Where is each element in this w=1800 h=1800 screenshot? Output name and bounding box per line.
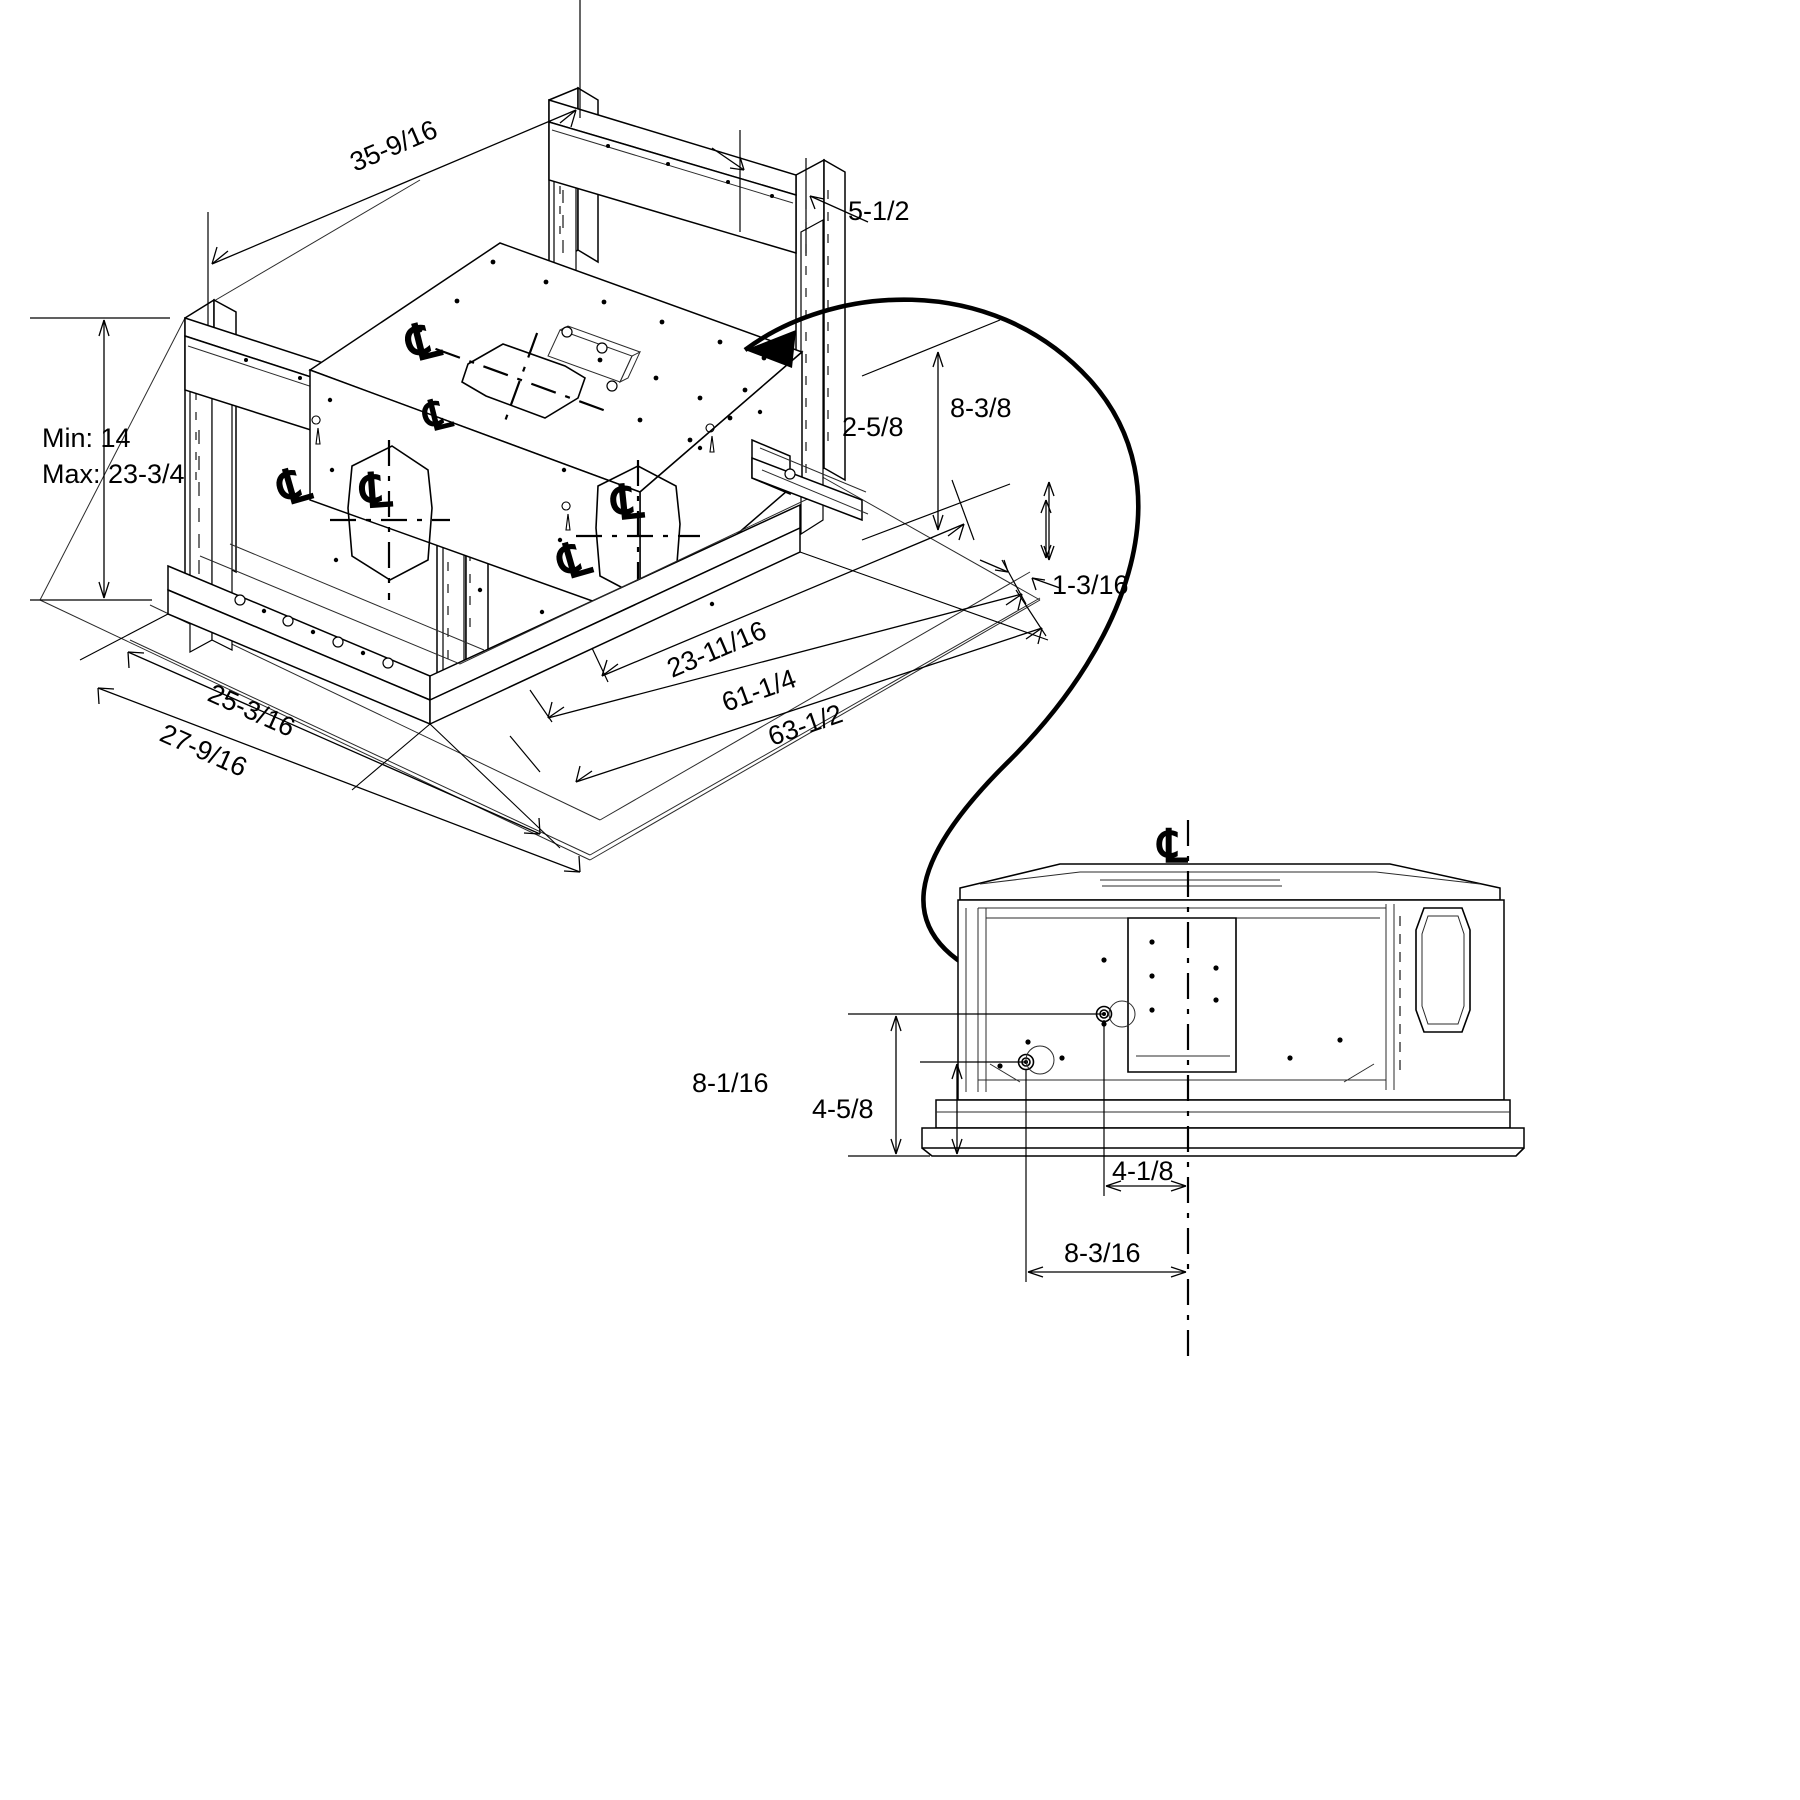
front-duct-opening: [347, 445, 433, 581]
cl-glyph-right-1: ℄: [608, 475, 647, 531]
dim-4-1-8-group: 4-1/8: [1103, 1020, 1187, 1196]
dim-35-9-16-label: 35-9/16: [346, 114, 442, 177]
dim-4-1-8-label: 4-1/8: [1112, 1156, 1174, 1186]
dim-2-5-8-label: 2-5/8: [842, 412, 904, 442]
detail-body: [957, 899, 1505, 1101]
dim-2-5-8-group: 2-5/8: [842, 412, 1055, 561]
dim-8-1-16-label: 8-1/16: [692, 1068, 769, 1098]
dim-4-5-8-group: 4-5/8: [812, 1061, 1026, 1155]
dim-1-3-16-group: 1-3/16: [979, 559, 1129, 600]
fastener-dots-faces: [327, 397, 773, 633]
detail-top-cap: [959, 863, 1501, 901]
detail-fastener-dots: [997, 939, 1343, 1069]
dim-25-3-16-label: 25-3/16: [204, 678, 300, 743]
isometric-view: 35-9/16 5-1/2 Min: 14 Max: 23-3/4: [30, 0, 1129, 873]
dim-8-3-8-group: 8-3/8: [861, 319, 1012, 541]
dim-4-5-8-label: 4-5/8: [812, 1094, 874, 1124]
dim-5-1-2-label: 5-1/2: [848, 196, 910, 226]
dim-8-1-16-group: 8-1/16: [692, 1013, 1104, 1157]
base-cross-support: [751, 438, 869, 522]
dim-8-3-8-label: 8-3/8: [950, 393, 1012, 423]
ceiling-plane: [39, 179, 1041, 861]
extension-lines-bottom: [79, 551, 1049, 849]
dim-height-max-label: Max: 23-3/4: [42, 459, 185, 489]
keyhole-slots: [311, 415, 715, 531]
dim-height-min-label: Min: 14: [42, 423, 131, 453]
blower-box: [308, 242, 804, 633]
rail-front-right: [795, 158, 846, 536]
dim-1-3-16-label: 1-3/16: [1052, 570, 1129, 600]
fastener-dots-top: [417, 259, 767, 443]
grommets-top: [561, 326, 618, 392]
cl-glyph-detail-top: ℄: [1156, 821, 1189, 872]
dim-8-3-16-group: 8-3/16: [1025, 1070, 1187, 1282]
top-cross-rail-back: [548, 98, 797, 255]
detail-base-plinth: [921, 1099, 1525, 1157]
dim-2-5-8-leader: [1040, 499, 1052, 559]
top-duct-opening: [461, 343, 586, 419]
base-trim-frame: [167, 493, 819, 726]
dim-5-1-2-group: 5-1/2: [711, 130, 910, 256]
dim-height-group: Min: 14 Max: 23-3/4: [30, 317, 185, 601]
dim-8-3-16-label: 8-3/16: [1064, 1238, 1141, 1268]
cl-glyph-front-2: ℄: [357, 464, 395, 519]
detail-view: ℄ 8-1/16 4-5/8 4-1/8: [692, 820, 1525, 1360]
dim-27-9-16-group: 27-9/16: [97, 687, 581, 873]
